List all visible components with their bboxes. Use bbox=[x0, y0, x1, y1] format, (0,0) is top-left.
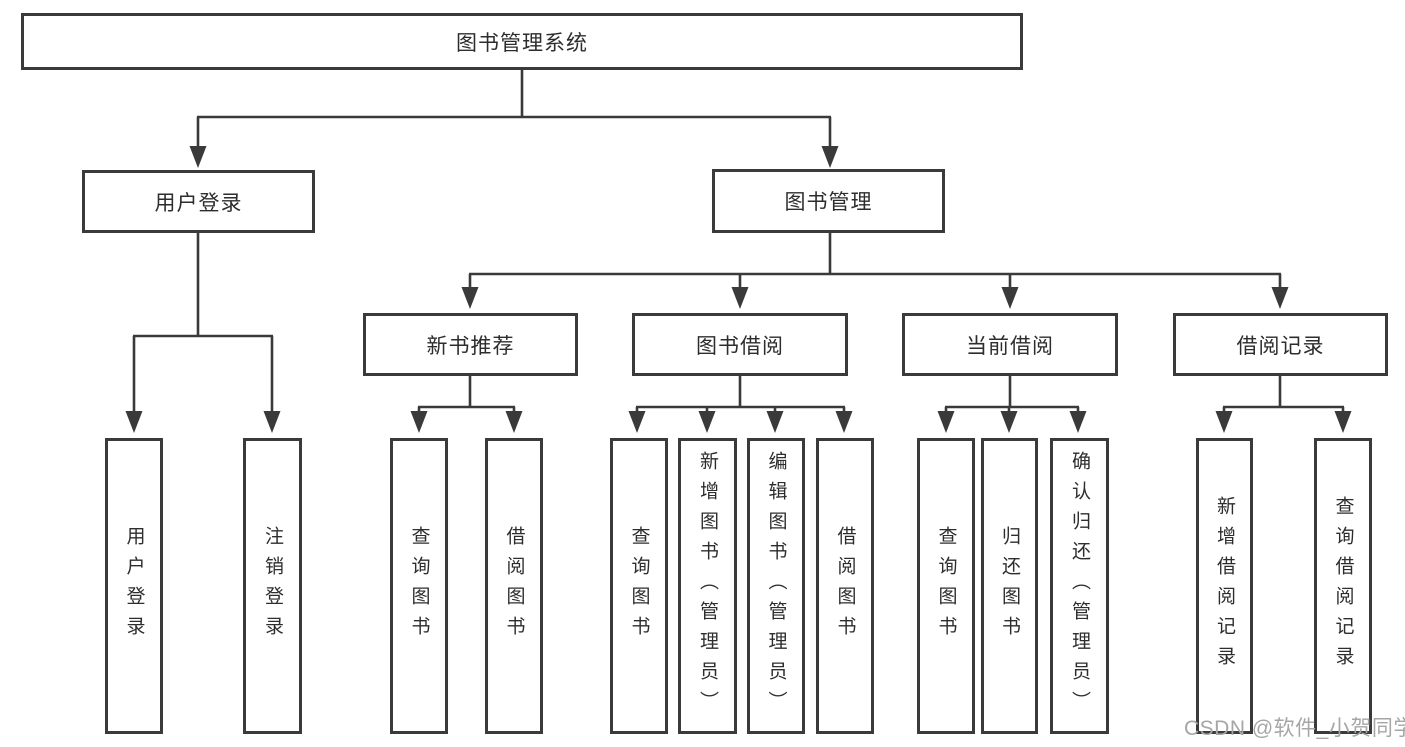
node-book-borrow-label: 图书借阅 bbox=[696, 334, 784, 358]
csdn-watermark: CSDN @软件_小贺同学 bbox=[1184, 717, 1405, 740]
node-root-label: 图书管理系统 bbox=[456, 31, 588, 55]
node-book-management-label: 图书管理 bbox=[784, 191, 873, 214]
leaf-edit-book-admin-label: 编辑图书（管理员） bbox=[765, 451, 787, 721]
leaf-recommend-borrow-book-label: 借阅图书 bbox=[503, 526, 525, 646]
leaf-add-book-admin-label: 新增图书（管理员） bbox=[697, 451, 718, 721]
leaf-borrow-query-book: 查询图书 bbox=[610, 438, 668, 734]
leaf-return-book: 归还图书 bbox=[981, 438, 1038, 734]
leaf-recommend-borrow-book: 借阅图书 bbox=[485, 438, 543, 734]
node-current-borrow: 当前借阅 bbox=[902, 313, 1118, 376]
leaf-confirm-return-admin-label: 确认归还（管理员） bbox=[1069, 451, 1090, 721]
node-current-borrow-label: 当前借阅 bbox=[966, 334, 1054, 358]
node-user-login-label: 用户登录 bbox=[154, 191, 243, 215]
node-book-management: 图书管理 bbox=[712, 169, 945, 233]
leaf-user-login: 用户登录 bbox=[105, 438, 163, 734]
leaf-return-book-label: 归还图书 bbox=[999, 526, 1020, 646]
leaf-add-borrow-record: 新增借阅记录 bbox=[1196, 438, 1253, 734]
node-book-borrow: 图书借阅 bbox=[632, 313, 848, 376]
leaf-query-borrow-record: 查询借阅记录 bbox=[1314, 438, 1372, 734]
leaf-edit-book-admin: 编辑图书（管理员） bbox=[747, 438, 805, 734]
node-new-book-recommend: 新书推荐 bbox=[363, 313, 578, 376]
leaf-logout: 注销登录 bbox=[243, 438, 302, 734]
node-new-book-recommend-label: 新书推荐 bbox=[426, 334, 515, 358]
node-root: 图书管理系统 bbox=[21, 13, 1023, 70]
node-borrow-records: 借阅记录 bbox=[1173, 313, 1388, 376]
leaf-add-borrow-record-label: 新增借阅记录 bbox=[1214, 496, 1235, 676]
leaf-borrow-book: 借阅图书 bbox=[816, 438, 874, 734]
leaf-current-query-book-label: 查询图书 bbox=[935, 526, 957, 646]
leaf-add-book-admin: 新增图书（管理员） bbox=[678, 438, 737, 734]
node-user-login: 用户登录 bbox=[82, 170, 315, 233]
leaf-borrow-query-book-label: 查询图书 bbox=[628, 526, 650, 646]
leaf-logout-label: 注销登录 bbox=[262, 526, 283, 646]
leaf-confirm-return-admin: 确认归还（管理员） bbox=[1050, 438, 1109, 734]
leaf-current-query-book: 查询图书 bbox=[917, 438, 975, 734]
leaf-recommend-query-book: 查询图书 bbox=[390, 438, 448, 734]
leaf-borrow-book-label: 借阅图书 bbox=[834, 526, 856, 646]
leaf-recommend-query-book-label: 查询图书 bbox=[408, 526, 430, 646]
leaf-query-borrow-record-label: 查询借阅记录 bbox=[1332, 496, 1354, 676]
node-borrow-records-label: 借阅记录 bbox=[1236, 334, 1325, 358]
leaf-user-login-label: 用户登录 bbox=[123, 526, 145, 646]
